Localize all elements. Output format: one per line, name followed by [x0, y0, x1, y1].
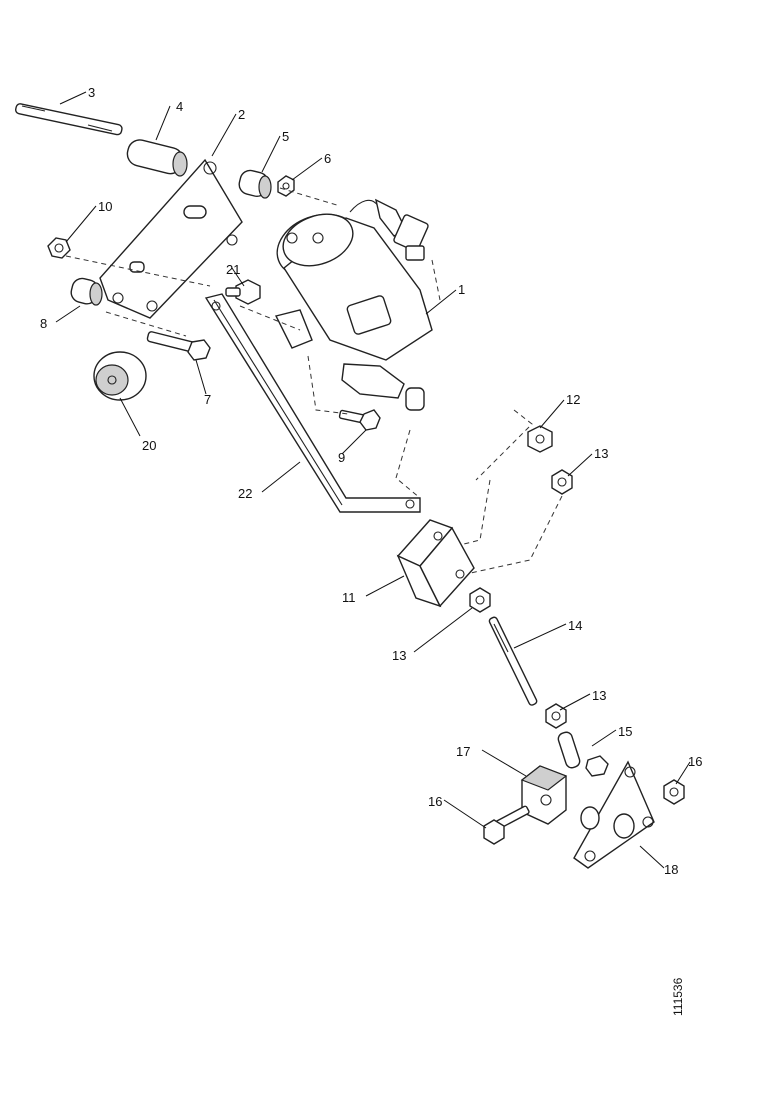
callout-15: 15 [618, 724, 632, 739]
callout-14: 14 [568, 618, 582, 633]
rubber-mount-20 [93, 351, 147, 401]
nut-13-lower [545, 703, 567, 729]
bolt-7 [146, 331, 211, 361]
bolt-21 [225, 279, 261, 305]
drawing-reference-number: 111536 [671, 977, 685, 1016]
link-15 [557, 731, 609, 777]
callout-labels: 3 4 2 5 6 10 8 21 7 20 1 9 22 11 13 12 1… [40, 85, 702, 877]
assembly-guide-lines [65, 187, 567, 575]
callout-10: 10 [98, 199, 112, 214]
nut-6 [277, 175, 295, 197]
callout-2: 2 [238, 107, 245, 122]
nut-12 [527, 425, 553, 453]
nut-16-right [663, 779, 685, 805]
callout-9: 9 [338, 450, 345, 465]
threaded-rod-14 [488, 616, 538, 706]
sleeve-4 [126, 139, 188, 177]
bolt-16-left [483, 805, 530, 845]
callout-13-upper: 13 [594, 446, 608, 461]
callout-3: 3 [88, 85, 95, 100]
leader-lines [55, 91, 691, 869]
callout-7: 7 [204, 392, 211, 407]
callout-18: 18 [664, 862, 678, 877]
callout-16-left: 16 [428, 794, 442, 809]
threaded-rod-3 [15, 103, 123, 136]
crank-plate-18 [573, 760, 655, 869]
nut-13-upper [551, 469, 573, 495]
spacer-5 [238, 169, 272, 199]
callout-13-left: 13 [392, 648, 406, 663]
callout-21: 21 [226, 262, 240, 277]
callout-17: 17 [456, 744, 470, 759]
spacer-8 [70, 277, 103, 306]
nut-10 [47, 237, 71, 259]
wiper-motor-1 [274, 198, 433, 411]
bracket-11 [396, 519, 475, 608]
callout-16-right: 16 [688, 754, 702, 769]
callout-12: 12 [566, 392, 580, 407]
nut-13-left [469, 587, 491, 613]
callout-13-lower: 13 [592, 688, 606, 703]
callout-1: 1 [458, 282, 465, 297]
callout-20: 20 [142, 438, 156, 453]
callout-11: 11 [342, 590, 356, 605]
callout-22: 22 [238, 486, 252, 501]
callout-8: 8 [40, 316, 47, 331]
callout-5: 5 [282, 129, 289, 144]
bolt-9 [338, 409, 381, 431]
block-17 [520, 765, 568, 825]
mounting-plate-2 [99, 158, 243, 319]
callout-6: 6 [324, 151, 331, 166]
callout-4: 4 [176, 99, 183, 114]
